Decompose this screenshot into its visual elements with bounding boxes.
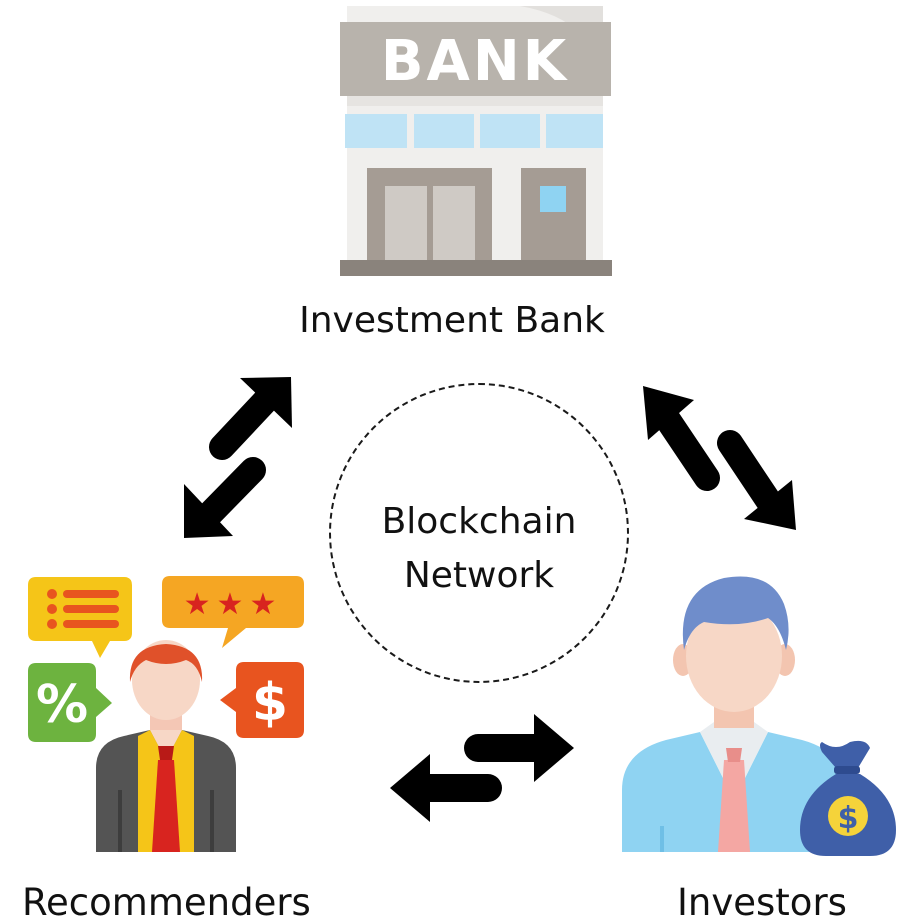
percent-badge-icon: % — [28, 663, 112, 742]
dollar-badge-icon: $ — [220, 662, 304, 738]
arrow-to-bank-right-icon — [643, 386, 720, 491]
bank-sign-text: BANK — [381, 29, 569, 94]
percent-text: % — [36, 675, 88, 735]
money-bag-dollar-text: $ — [838, 801, 859, 836]
arrow-to-investors-bottom-icon — [464, 714, 574, 782]
network-label-line2: Network — [403, 555, 555, 596]
investment-bank-label: Investment Bank — [299, 300, 605, 341]
stars-text: ★★★ — [184, 587, 283, 622]
arrow-to-recommenders-icon — [184, 457, 266, 538]
dollar-text: $ — [252, 673, 288, 733]
investors-label: Investors — [677, 881, 847, 924]
recommenders-label: Recommenders — [22, 881, 311, 924]
blockchain-network-circle — [329, 383, 629, 683]
arrow-to-recommenders-bottom-icon — [390, 754, 502, 822]
blockchain-network-label: Blockchain Network — [329, 495, 629, 603]
list-speech-bubble-icon — [28, 577, 132, 658]
arrow-to-bank-icon — [209, 377, 292, 460]
network-label-line1: Blockchain — [381, 501, 577, 542]
stars-speech-bubble-icon: ★★★ — [162, 576, 304, 648]
arrow-to-investors-icon — [717, 430, 796, 530]
